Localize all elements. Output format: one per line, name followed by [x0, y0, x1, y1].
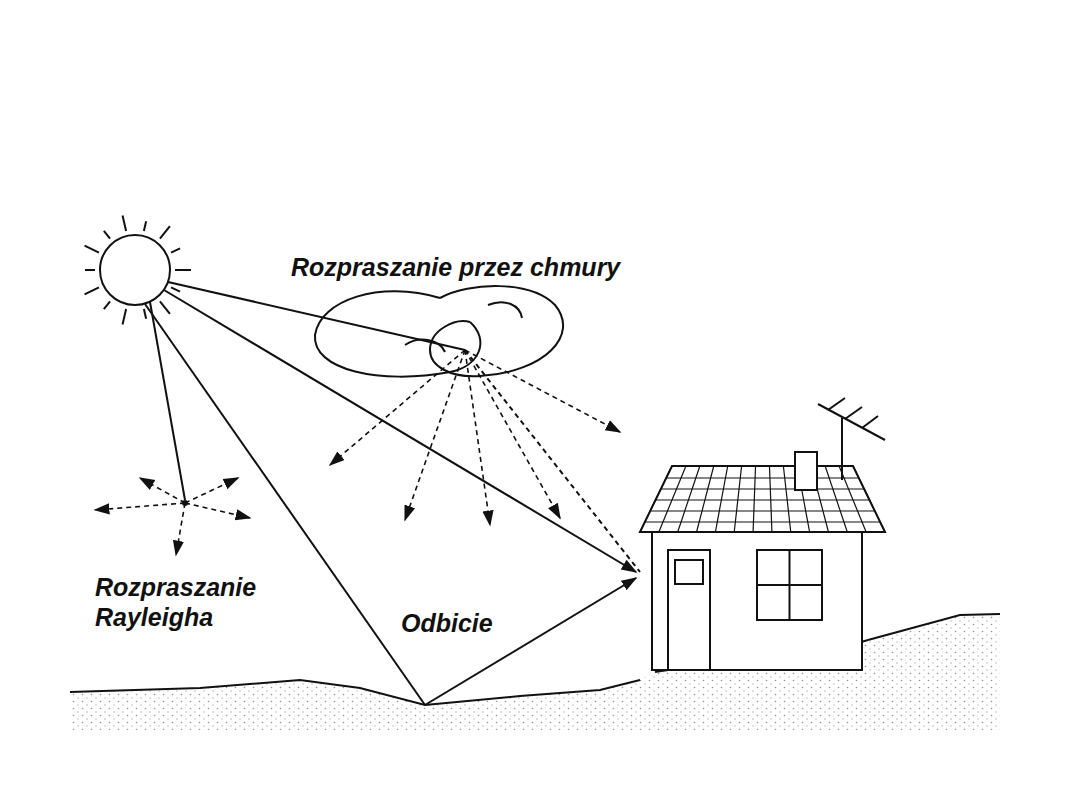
rayleigh-scatter-arrow — [140, 478, 185, 503]
cloud-scatter-arrow — [465, 350, 490, 525]
rayleigh-label: Rozpraszanie Rayleigha — [92, 572, 273, 632]
sun-ray — [144, 309, 146, 319]
sun-ray — [160, 226, 170, 239]
sun-ray — [144, 221, 146, 231]
sun-ray — [171, 248, 180, 252]
cloud-symbol — [315, 286, 563, 377]
rayleigh-scatter-arrow — [95, 503, 185, 510]
scatter-point — [182, 500, 188, 506]
scattered-rays — [95, 350, 620, 555]
sun-ray — [85, 269, 95, 271]
cloud-scatter-arrow — [465, 350, 560, 518]
cloud-scatter-arrow — [330, 350, 465, 465]
sun-ray — [85, 287, 99, 294]
sun-ray — [175, 269, 191, 271]
sun-ray — [123, 309, 127, 325]
reflection-label: Odbicie — [398, 608, 496, 638]
sun-ray — [85, 246, 99, 253]
rayleigh-scatter-arrow — [185, 503, 250, 518]
house — [640, 398, 885, 670]
sun-ray — [123, 215, 127, 231]
light-rays — [145, 282, 640, 705]
cloud-scattering-label: Rozpraszanie przez chmury — [288, 252, 623, 282]
sun-ray — [104, 301, 110, 309]
sun-symbol — [85, 215, 191, 324]
sun-ray — [104, 231, 110, 239]
rayleigh-scatter-arrow — [185, 478, 238, 503]
rayleigh-scatter-arrow — [176, 503, 185, 555]
sun-ray — [160, 301, 170, 314]
sun-ray — [171, 287, 180, 291]
cloud-scatter-arrow — [405, 350, 465, 520]
cloud-scatter-arrow — [465, 350, 620, 432]
